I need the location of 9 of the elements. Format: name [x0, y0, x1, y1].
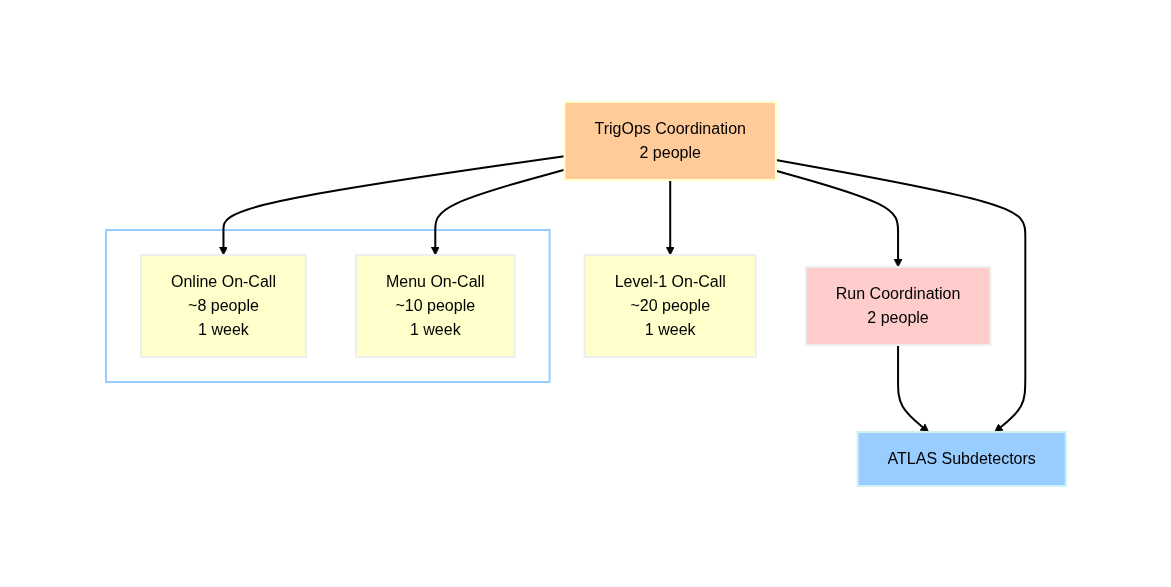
node-box: TrigOps Coordination 2 people: [563, 100, 777, 181]
node-box: ATLAS Subdetectors: [856, 430, 1067, 487]
node-box: Level-1 On-Call ~20 people 1 week: [583, 253, 757, 358]
node-box: Online On-Call ~8 people 1 week: [139, 253, 307, 358]
arrow: [896, 343, 929, 432]
node-box: Run Coordination 2 people: [804, 265, 991, 346]
arrow: [665, 178, 675, 255]
node-box: Menu On-Call ~10 people 1 week: [354, 253, 516, 358]
cluster: [104, 228, 551, 383]
